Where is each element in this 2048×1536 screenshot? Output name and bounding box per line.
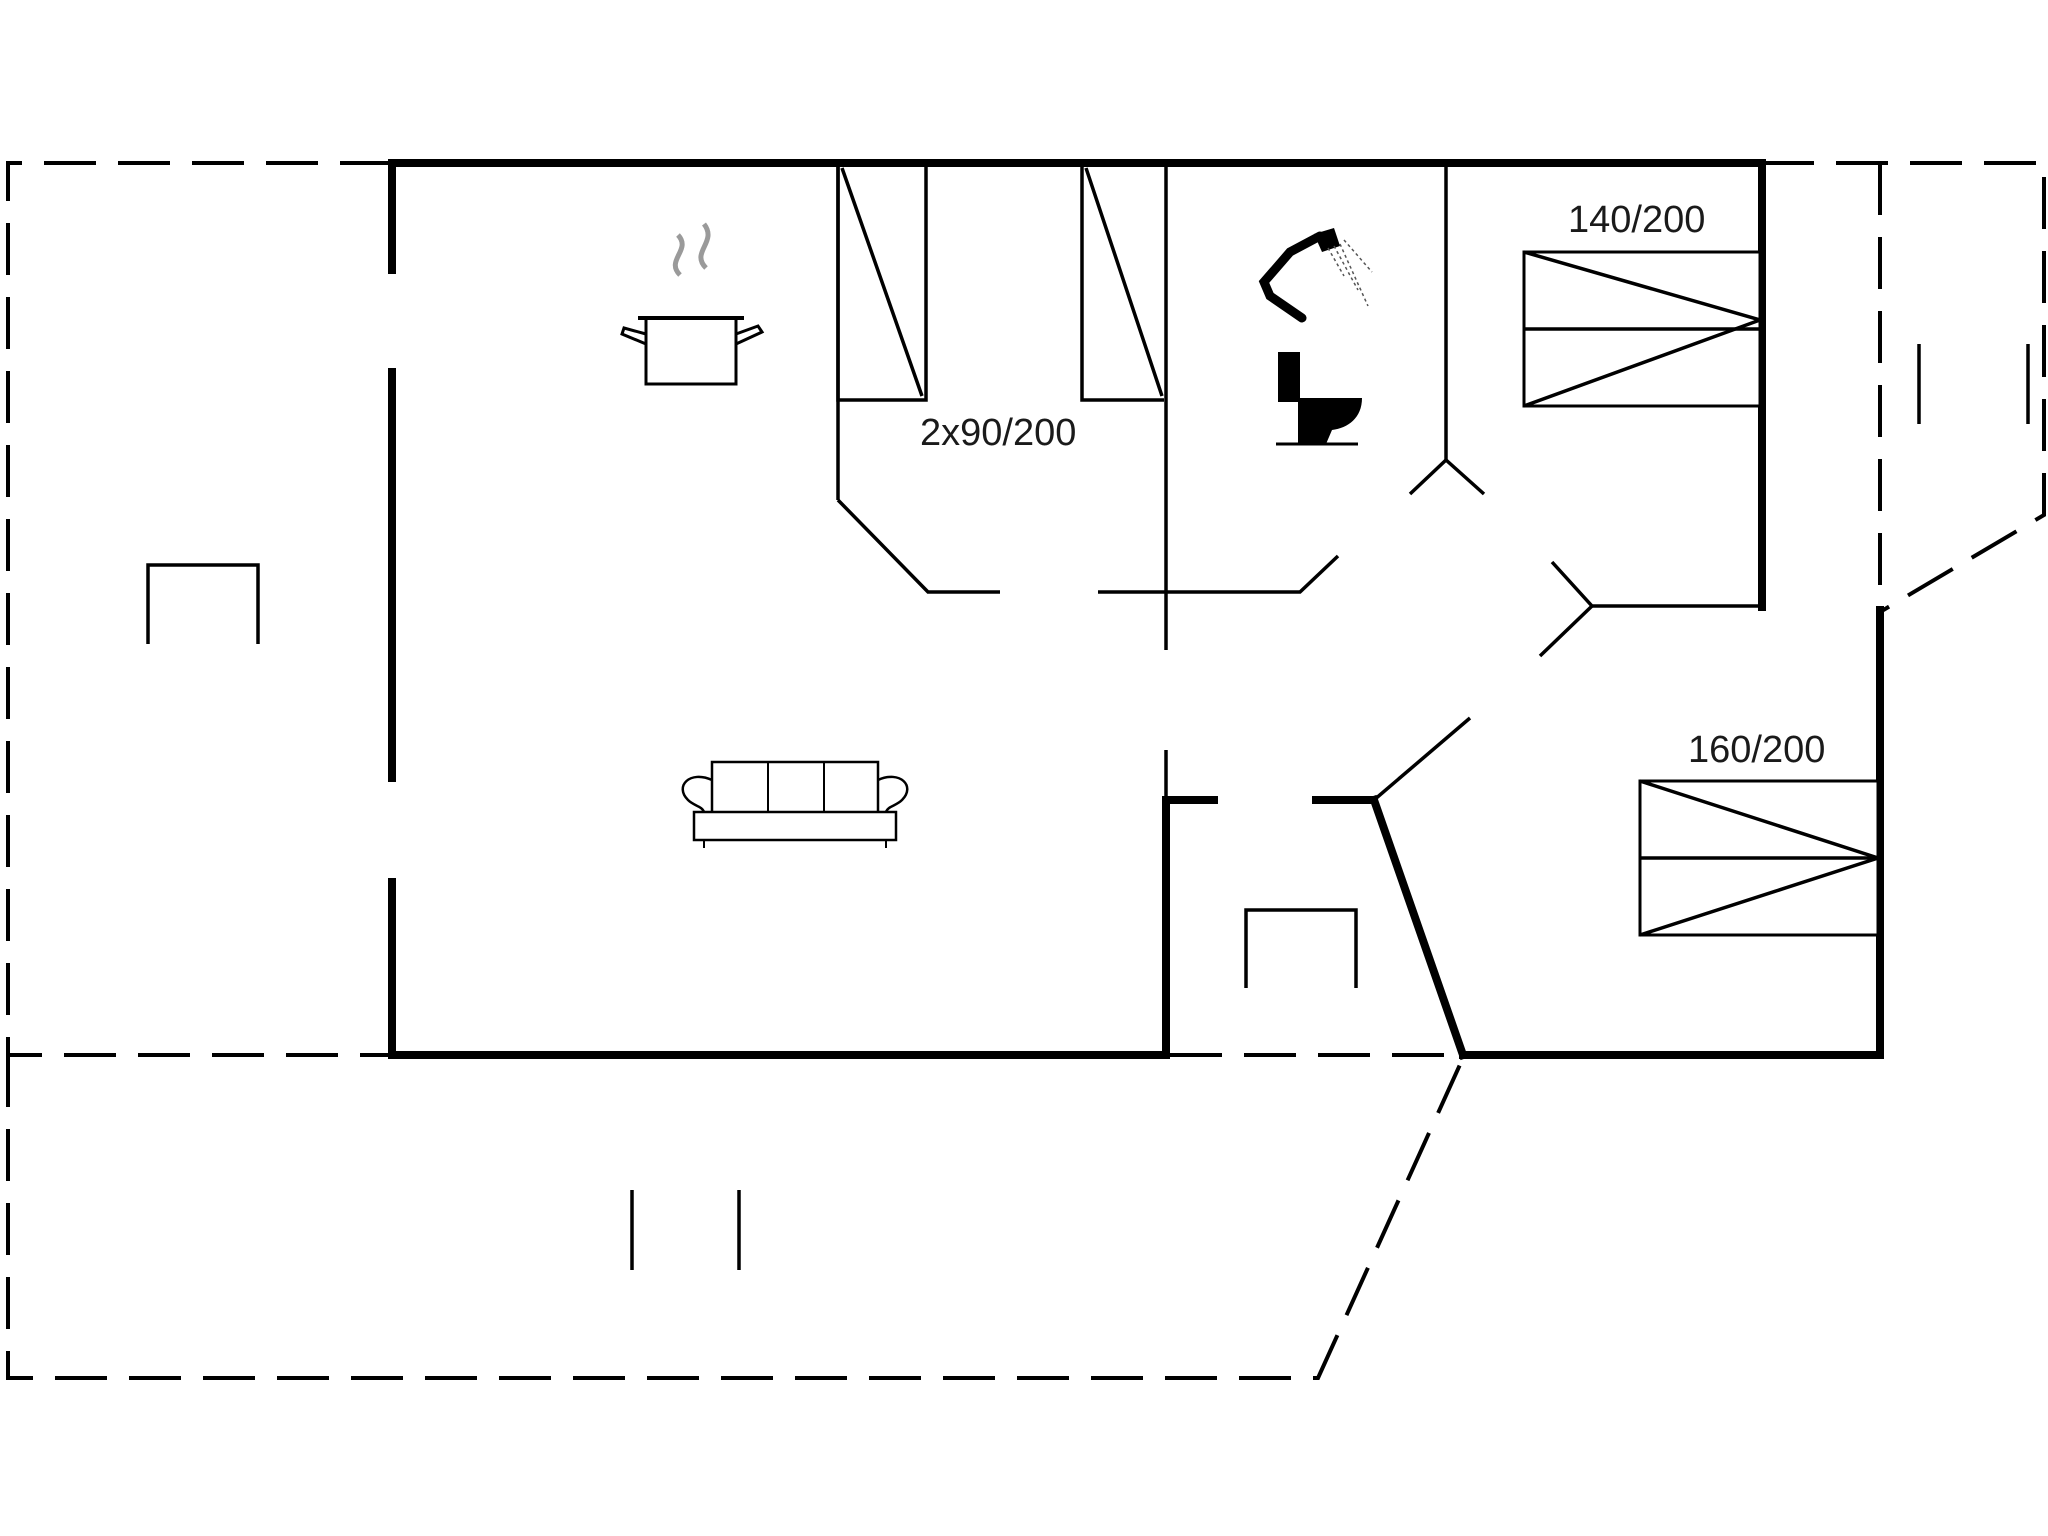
bed-icon bbox=[1638, 779, 1884, 937]
bunk-bed-label: 2x90/200 bbox=[920, 412, 1076, 454]
toilet-icon bbox=[1276, 352, 1362, 446]
wardrobe-right bbox=[1080, 163, 1164, 402]
bed-icon bbox=[1522, 250, 1766, 408]
shower-icon bbox=[1258, 228, 1373, 323]
wardrobe-left bbox=[836, 163, 928, 402]
sofa-icon bbox=[681, 760, 909, 848]
double-bed-label: 160/200 bbox=[1688, 729, 1825, 771]
cooking-pot-icon bbox=[620, 222, 765, 386]
terrace-outlines bbox=[6, 161, 2046, 1380]
table-icon bbox=[1244, 908, 1358, 988]
exterior-walls bbox=[388, 159, 1884, 1061]
table-icon bbox=[146, 563, 260, 644]
double-bed-label: 140/200 bbox=[1568, 199, 1705, 241]
